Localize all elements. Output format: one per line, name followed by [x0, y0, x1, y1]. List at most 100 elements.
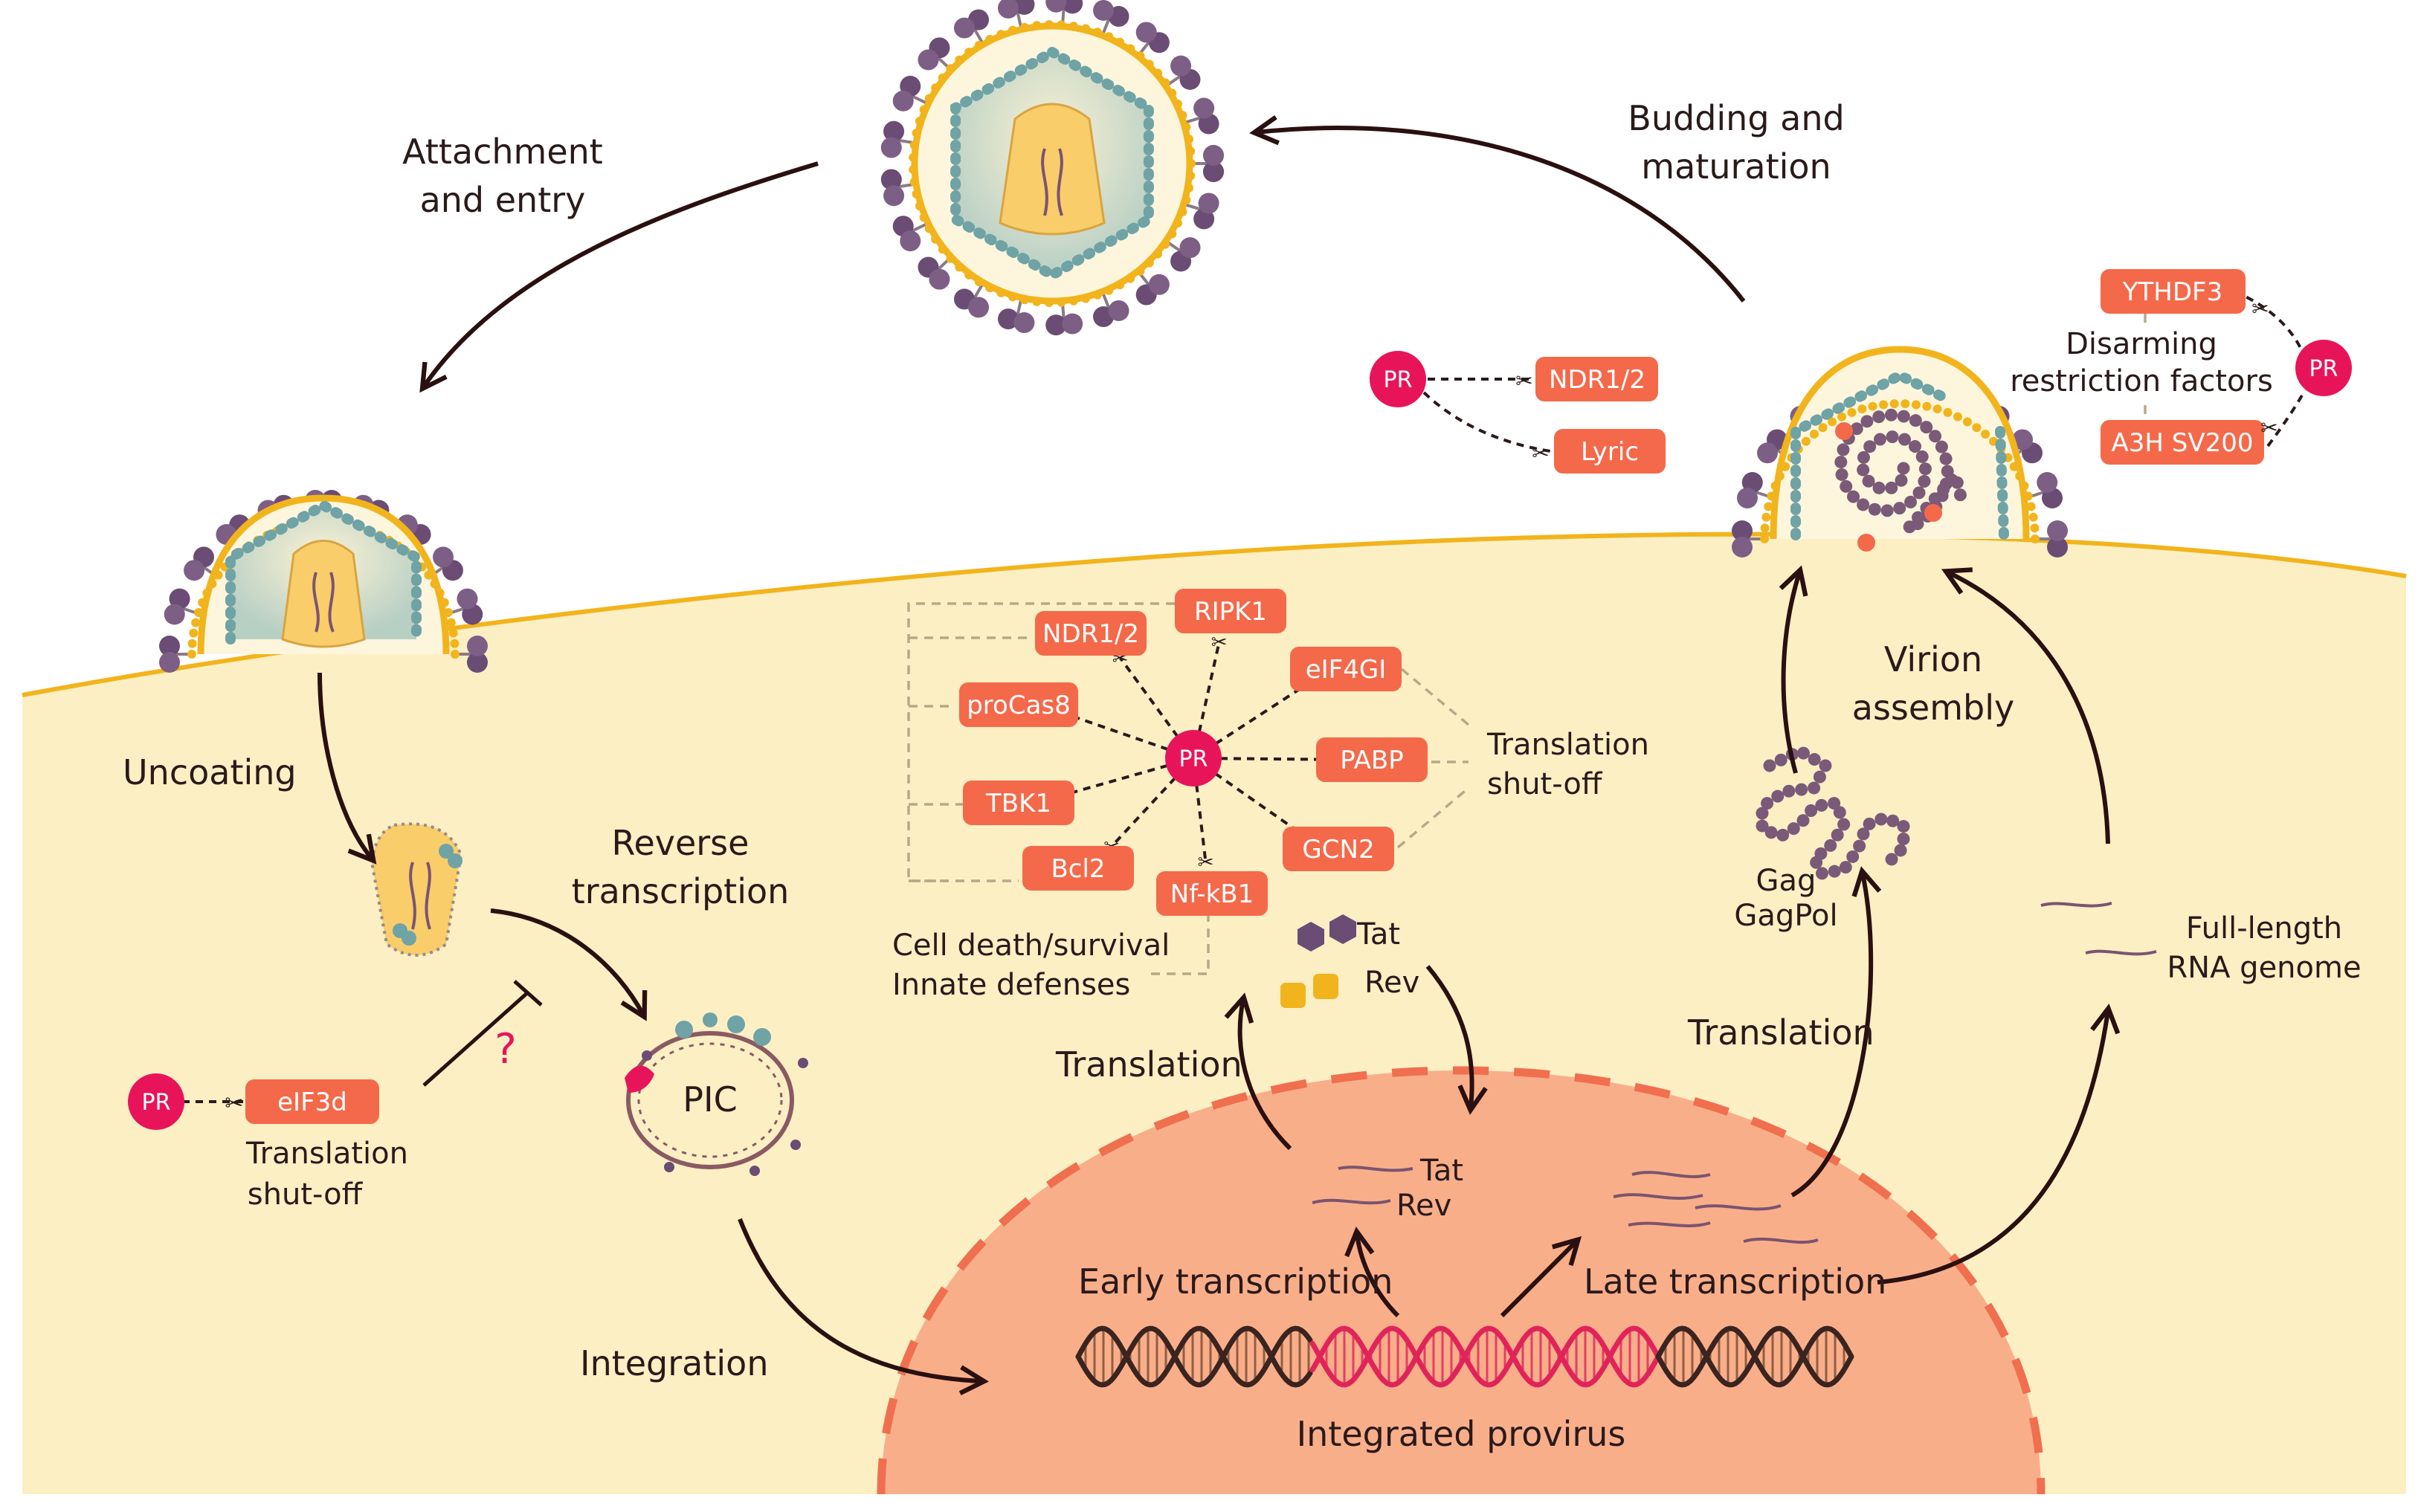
hub-target-nf-kb1-pill — [1156, 871, 1268, 916]
hub-target-ripk1-label: RIPK1 — [1194, 597, 1267, 627]
scissors-icon: ✂ — [225, 1091, 243, 1117]
protease-badge — [1370, 351, 1426, 407]
pic-label: PIC — [683, 1079, 737, 1120]
virion-assembly-line2: assembly — [1852, 688, 2014, 728]
lyric-label: Lyric — [1581, 437, 1639, 467]
hub-target-ndr1-2-pill — [1035, 611, 1147, 656]
reverse-transcription-line2: transcription — [572, 871, 790, 911]
viral-core — [281, 540, 366, 648]
ythdf3-pill — [2101, 269, 2246, 314]
late-transcription-label: Late transcription — [1584, 1261, 1886, 1302]
hub-target-tbk1-pill — [963, 781, 1074, 825]
tat-transcript-label: Tat — [1419, 1154, 1463, 1188]
membrane-dots — [909, 20, 1196, 307]
attachment-label-line1: Attachment — [402, 132, 603, 172]
viral-core — [999, 103, 1106, 236]
budding-label-line2: maturation — [1641, 146, 1831, 187]
scissors-icon: ✂ — [1532, 441, 1549, 465]
rev-protein-icon — [1313, 974, 1338, 999]
hub-target-ripk1-pill — [1175, 589, 1286, 633]
hub-target-tbk1-label: TBK1 — [985, 789, 1051, 818]
protease-label: PR — [1384, 367, 1413, 393]
budding-label-line1: Budding and — [1628, 98, 1844, 138]
integrated-provirus-dna — [1075, 1325, 1854, 1388]
scissors-icon: ✂ — [2260, 416, 2277, 440]
restriction-factor-group: PR YTHDF3 A3H SV200 ✂ ✂ Disarming restri… — [2010, 269, 2352, 465]
eif3d-label: eIF3d — [277, 1088, 347, 1117]
restriction-caption-line1: Disarming — [2066, 327, 2217, 361]
ythdf3-label: YTHDF3 — [2122, 277, 2222, 307]
hub-target-bcl2-pill — [1022, 846, 1134, 891]
reverse-transcription-line1: Reverse — [612, 823, 749, 863]
question-mark: ? — [494, 1025, 517, 1073]
hub-death-line1: Cell death/survival — [892, 928, 1170, 963]
rev-protein-icon — [1280, 983, 1306, 1008]
hub-target-eif4gi-pill — [1290, 647, 1402, 691]
gagpol-label: GagPol — [1734, 899, 1837, 933]
protease-label: PR — [142, 1090, 171, 1116]
scissors-icon: ✂ — [1515, 369, 1532, 393]
eif3d-group: PR eIF3d ✂ Translation shut-off ? — [128, 1025, 517, 1212]
protease-label: PR — [1179, 746, 1208, 772]
full-length-line2: RNA genome — [2167, 951, 2361, 985]
gag-label: Gag — [1756, 864, 1816, 898]
tat-protein-icon — [1297, 922, 1324, 952]
pre-integration-complex: PIC — [625, 1012, 808, 1176]
immature-capsid — [1790, 369, 1950, 540]
translation-hub: ✂RIPK1✂NDR1/2✂proCas8✂TBK1✂Bcl2✂Nf-kB1✂G… — [959, 589, 1428, 916]
stage-labels: Attachment and entry Budding and maturat… — [123, 98, 2014, 1454]
uncoating-capsid — [370, 822, 463, 957]
nuclear-envelope — [877, 1066, 2046, 1495]
gag-gagpol-coil — [1756, 746, 1910, 880]
hub-target-ndr1-2-label: NDR1/2 — [1042, 619, 1139, 649]
scissors-icon: ✂ — [2251, 297, 2269, 321]
attachment-label-line2: and entry — [420, 180, 586, 220]
entering-virion — [159, 490, 488, 673]
eif3d-pill — [245, 1079, 379, 1124]
hub-target-gcn2-label: GCN2 — [1302, 835, 1374, 865]
mature-virion — [880, 0, 1224, 336]
hub-translation-line1: Translation — [1486, 728, 1649, 762]
integration-label: Integration — [580, 1343, 768, 1383]
budding-virion — [1732, 346, 2068, 558]
tat-rev-proteins — [1280, 914, 1356, 1008]
hub-target-bcl2-label: Bcl2 — [1051, 854, 1105, 884]
restriction-caption-line2: restriction factors — [2010, 364, 2273, 398]
full-length-rna — [2040, 902, 2157, 956]
hub-target-pabp-pill — [1316, 737, 1428, 782]
eif3d-caption-line2: shut-off — [248, 1177, 364, 1212]
ndr12-pill — [1535, 357, 1658, 401]
lyric-pill — [1554, 429, 1666, 474]
hub-grouping-lines — [907, 602, 1470, 975]
uncoating-label: Uncoating — [123, 752, 297, 792]
hub-translation-line2: shut-off — [1487, 767, 1603, 801]
hub-target-pabp-label: PABP — [1340, 746, 1403, 775]
hub-captions: Translation shut-off Cell death/survival… — [892, 728, 1649, 1002]
late-transcripts — [1613, 1171, 1819, 1244]
virion-assembly-line1: Virion — [1884, 639, 1982, 679]
cycle-arrows — [317, 115, 2121, 1395]
full-length-line1: Full-length — [2186, 911, 2342, 946]
product-labels: Tat Rev Tat Rev Gag GagPol Full-length R… — [1356, 864, 2362, 1223]
tat-label: Tat — [1356, 917, 1400, 952]
tat-protein-icon — [1329, 914, 1356, 944]
hub-target-procas8-pill — [959, 682, 1078, 727]
a3h-label: A3H SV200 — [2111, 428, 2253, 458]
translation-late-label: Translation — [1687, 1012, 1874, 1053]
nucleus — [881, 1070, 2041, 1494]
rev-transcript-label: Rev — [1396, 1189, 1451, 1223]
hub-target-procas8-label: proCas8 — [967, 691, 1071, 720]
hub-target-nf-kb1-label: Nf-kB1 — [1170, 879, 1254, 909]
protease-badge — [2295, 340, 2352, 396]
protease-badge — [128, 1073, 184, 1130]
translation-early-label: Translation — [1055, 1044, 1242, 1085]
hub-death-line2: Innate defenses — [892, 968, 1130, 1002]
eif3d-caption-line1: Translation — [245, 1137, 408, 1171]
hub-target-eif4gi-label: eIF4GI — [1306, 655, 1387, 685]
gag-coil — [1834, 408, 1967, 534]
hub-target-gcn2-pill — [1283, 827, 1394, 871]
protease-badge — [1165, 730, 1222, 786]
a3h-pill — [2101, 420, 2264, 465]
scissors-icon: ✂ — [1211, 632, 1228, 654]
early-transcription-label: Early transcription — [1078, 1261, 1393, 1302]
